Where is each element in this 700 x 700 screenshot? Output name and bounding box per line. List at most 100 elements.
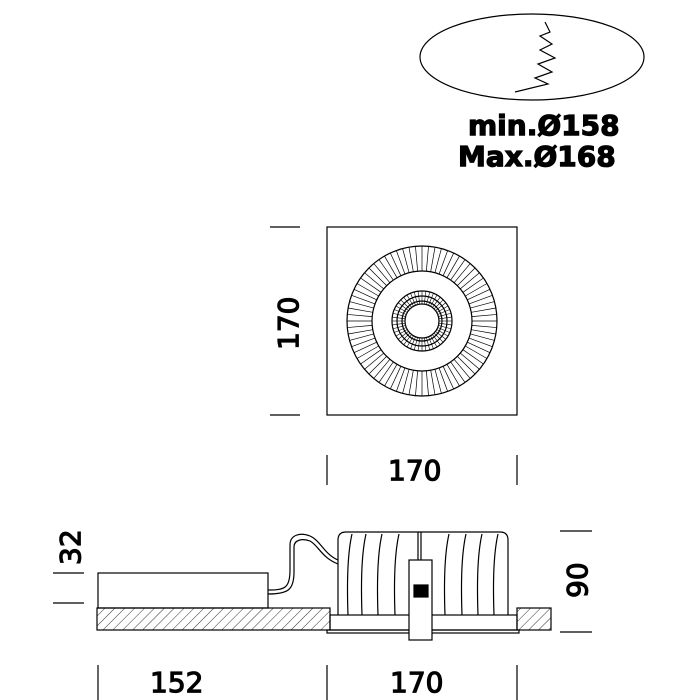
reflector-line (433, 332, 444, 343)
heatsink-fin-line (434, 369, 442, 394)
spring-clip (408, 559, 433, 641)
heatsink-fin-line (415, 246, 418, 272)
heatsink-fin-line (468, 295, 493, 305)
reflector-line (428, 336, 434, 349)
reflector-line (392, 322, 406, 326)
heatsink-fin-line (426, 370, 429, 396)
driver-height-label: 32 (54, 529, 87, 565)
reflector-line (413, 337, 418, 351)
heatsink-fin-line (442, 366, 455, 390)
heatsink-fin-line (446, 255, 460, 278)
heatsink-fin-line (471, 307, 496, 313)
heatsink-fin-line (384, 255, 398, 278)
reflector-line (437, 327, 450, 333)
heatsink-fin-line (347, 314, 373, 317)
reflector-line (438, 316, 452, 320)
heatsink-fin-line (460, 352, 480, 370)
reflector-line (432, 297, 441, 308)
heatsink-fin-line (457, 267, 476, 286)
heatsink-fin-line (396, 250, 406, 275)
heatsink-fin-line (408, 370, 414, 395)
reflector-line (417, 337, 421, 351)
heatsink-fin-line (450, 361, 466, 383)
reflector-line (413, 291, 418, 305)
cutout-min-label: min.Ø158 (468, 109, 620, 142)
driver-box (97, 572, 269, 609)
side-fin-line (460, 533, 467, 616)
heatsink-fin-line (373, 359, 391, 379)
side-fin-line (393, 533, 400, 616)
heatsink-fin-line (453, 263, 471, 283)
reflector-line (392, 325, 406, 330)
heatsink-fin-line (348, 329, 373, 335)
reflector-line (395, 305, 408, 313)
cutout-max-label: Max.Ø168 (458, 140, 616, 173)
top-view (326, 226, 518, 416)
heatsink-fin-line (356, 283, 379, 297)
driver-width-label: 152 (150, 666, 203, 699)
heatsink-fin-line (353, 288, 377, 301)
reflector-line (423, 291, 427, 305)
side-fin-line (346, 533, 353, 616)
reflector-line (417, 291, 421, 305)
heatsink-fin-line (347, 325, 373, 328)
side-fin-line (360, 533, 367, 616)
heatsink (337, 531, 509, 615)
reflector-line (433, 299, 444, 310)
reflector-line (406, 335, 414, 348)
heatsink-fin-line (453, 359, 471, 379)
heatsink-fin-line (468, 337, 493, 347)
reflector-line (392, 312, 406, 317)
reflector-line (398, 331, 409, 340)
top-view-width-label: 170 (388, 454, 441, 487)
heatsink-fin-line (353, 341, 377, 354)
heatsink-fin-line (360, 277, 382, 293)
reflector-line (432, 334, 441, 345)
heatsink-fin-line (364, 352, 384, 370)
reflector-line (400, 299, 411, 310)
heatsink-fin-line (384, 364, 398, 387)
reflector-line (436, 329, 449, 337)
heatsink-fin-line (368, 267, 387, 286)
heatsink-fin-line (460, 272, 480, 290)
heatsink-fin-line (356, 345, 379, 359)
side-fin-line (492, 533, 499, 616)
heatsink-fin-line (349, 301, 374, 309)
top-view-height-label: 170 (272, 297, 305, 350)
fixture-height-label: 90 (561, 562, 594, 598)
reflector-line (403, 334, 412, 345)
heatsink-fin-line (348, 307, 373, 313)
fixture-width-label: 170 (390, 666, 443, 699)
heatsink-fin-line (462, 277, 484, 293)
top-view-height-dimension (270, 226, 300, 416)
heatsink-fin-line (442, 252, 455, 276)
side-fin-line (443, 533, 450, 616)
heatsink-fin-line (470, 301, 495, 309)
heatsink-fin-line (360, 349, 382, 365)
reflector-line (395, 329, 408, 337)
reflector-line (410, 293, 416, 306)
heatsink-fin-line (467, 288, 491, 301)
reflector-line (435, 302, 446, 311)
heatsink-fin-line (465, 345, 488, 359)
heatsink-fin-line (457, 356, 476, 375)
heatsink-fin-line (402, 248, 410, 273)
heatsink-fin-line (430, 370, 436, 395)
heatsink-fin-line (378, 259, 394, 281)
reflector-line (438, 322, 452, 326)
top-view-width-dimension (326, 455, 518, 485)
heatsink-fin-line (402, 369, 410, 394)
reflector-line (436, 305, 449, 313)
heatsink-fin-line (389, 366, 402, 390)
heatsink-fin-line (408, 247, 414, 272)
heatsink-fin-line (471, 329, 496, 335)
heatsink-fin-line (426, 246, 429, 272)
heatsink-fin-line (471, 314, 497, 317)
heatsink-fin-line (351, 295, 376, 305)
fixture-height-dimension (560, 530, 592, 633)
reflector-line (394, 309, 407, 315)
heatsink-fin-line (450, 259, 466, 281)
heatsink-fin-line (364, 272, 384, 290)
reflector-line (430, 294, 438, 307)
